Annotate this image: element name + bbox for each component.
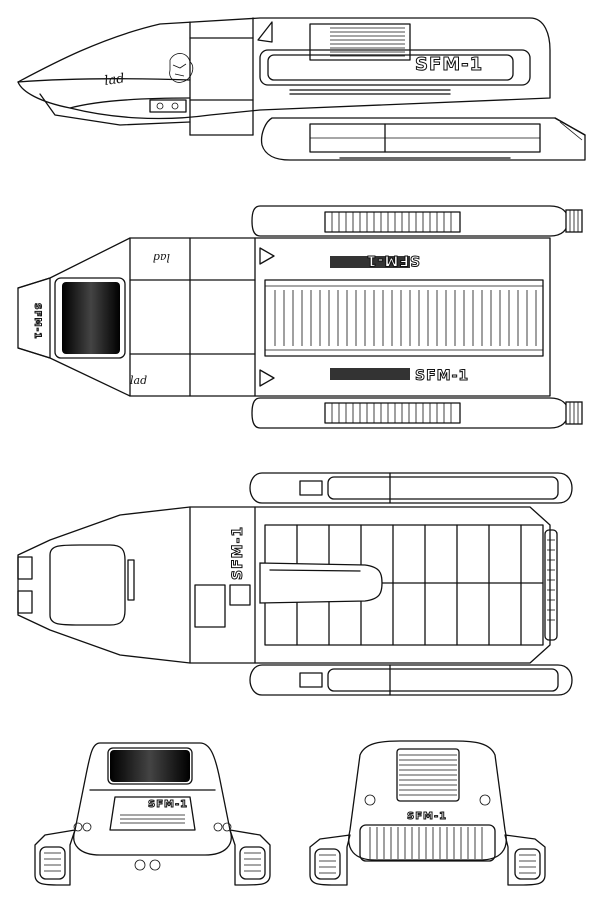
top-registry-label-upper: SFM-1: [366, 252, 420, 268]
top-view: SFM-1 SFM-1 SFM-1 lad lad: [10, 198, 590, 438]
top-upper-nacelle: [251, 205, 583, 237]
top-cargo-deck: [264, 279, 544, 357]
rear-hatch: [396, 748, 460, 802]
bottom-lower-nacelle: [249, 664, 573, 696]
side-registry-label: SFM-1: [415, 54, 483, 75]
rear-right-nacelle: [504, 834, 546, 886]
rear-view: SFM-1: [305, 735, 550, 890]
top-registry-label-lower: SFM-1: [415, 368, 469, 384]
mascot-emblem: [169, 53, 194, 83]
top-canopy-glass: [62, 282, 120, 354]
top-signature-upper: lad: [153, 251, 170, 264]
bottom-registry-label: SFM-1: [230, 526, 246, 580]
rear-left-nacelle: [309, 834, 351, 886]
top-signature-lower: lad: [130, 374, 147, 387]
hull-number-plate: [149, 99, 187, 113]
rear-grille: [359, 824, 496, 862]
top-canopy-frame: [54, 277, 126, 359]
front-canopy: [110, 750, 190, 782]
front-left-nacelle: [34, 822, 92, 886]
front-view: SFM-1: [30, 735, 275, 890]
side-view: SFM-1 lad: [10, 10, 590, 170]
rear-registry-label: SFM-1: [407, 811, 447, 822]
side-vent-grille: [330, 27, 405, 57]
top-nose-registry: SFM-1: [32, 303, 42, 340]
top-lower-nacelle: [251, 397, 583, 429]
side-nacelle: [260, 117, 586, 161]
bottom-upper-nacelle: [249, 472, 573, 504]
bottom-ramp: [259, 562, 383, 604]
side-signature: lad: [103, 71, 125, 89]
bottom-view: SFM-1: [10, 465, 590, 705]
front-right-nacelle: [213, 822, 271, 886]
front-registry-label: SFM-1: [148, 799, 188, 810]
